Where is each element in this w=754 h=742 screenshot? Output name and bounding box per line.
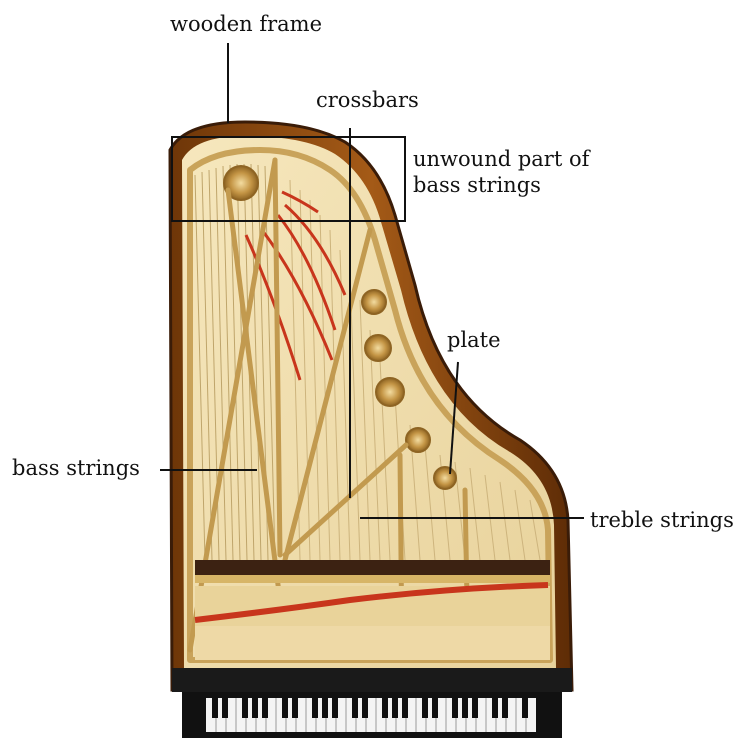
label-bass-strings: bass strings — [12, 455, 140, 481]
key-slip — [172, 668, 572, 692]
label-wooden-frame: wooden frame — [170, 11, 322, 37]
keyboard — [206, 698, 536, 732]
damper-rail — [195, 560, 550, 660]
label-crossbars: crossbars — [316, 87, 419, 113]
label-plate: plate — [447, 327, 501, 353]
label-unwound-bass-strings: unwound part of bass strings — [413, 146, 589, 198]
label-treble-strings: treble strings — [590, 507, 734, 533]
